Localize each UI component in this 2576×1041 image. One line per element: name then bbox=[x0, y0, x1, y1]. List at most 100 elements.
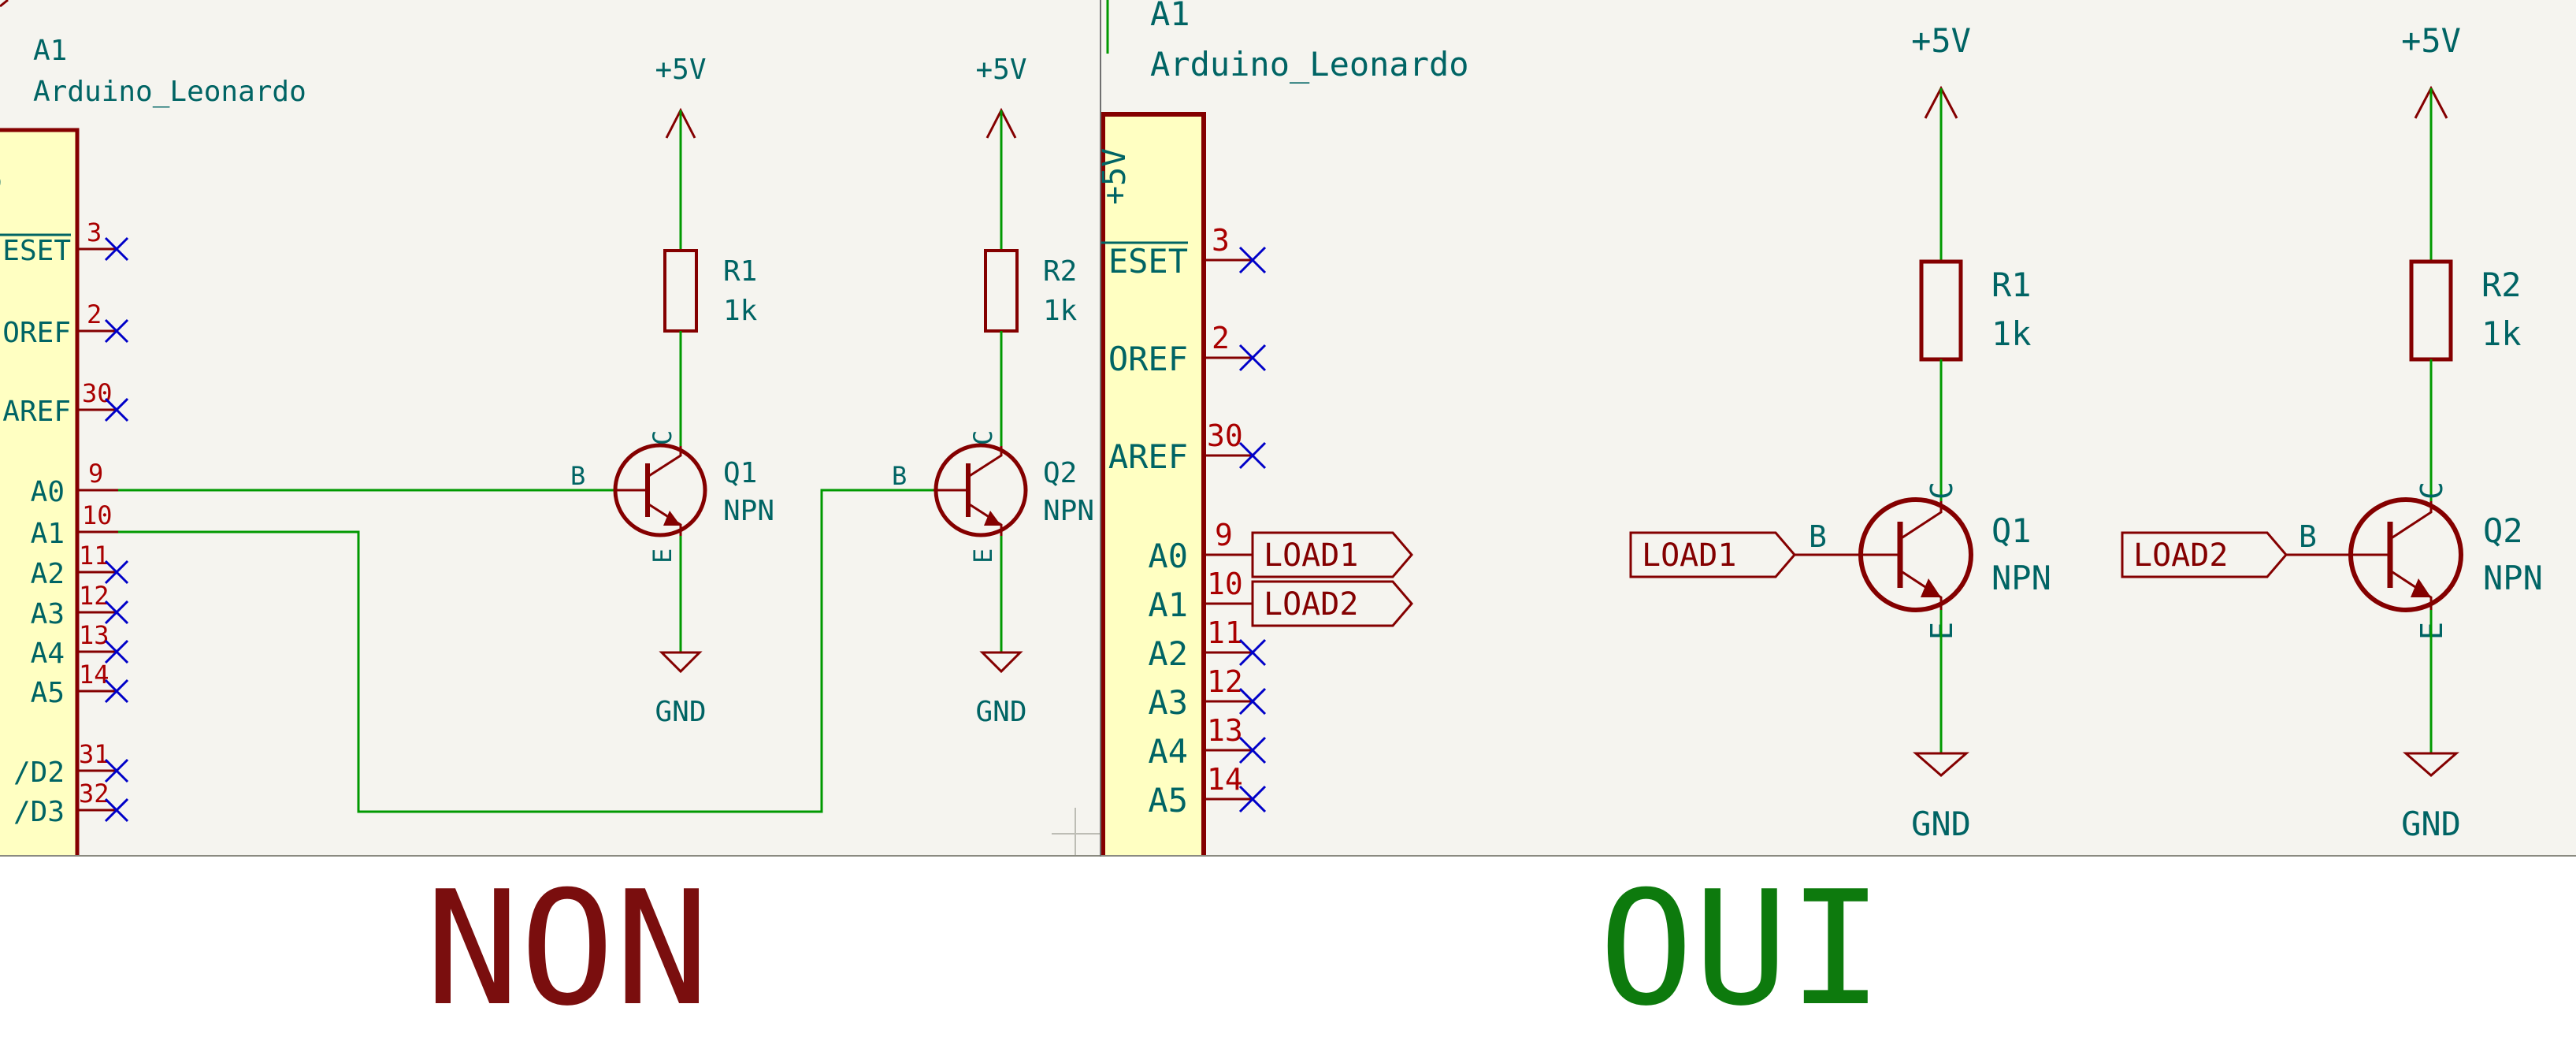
global-label-load1-source[interactable]: LOAD1 bbox=[1251, 531, 1413, 578]
pin-reset[interactable]: 3 ESET bbox=[2, 217, 129, 267]
no-connect-icon bbox=[1238, 736, 1267, 764]
pin-a1[interactable]: 10 A1 bbox=[31, 500, 118, 550]
chip-corner-mark bbox=[0, 0, 9, 8]
svg-text:C: C bbox=[968, 430, 998, 445]
no-connect-icon bbox=[104, 639, 129, 664]
pin-a5[interactable]: 14 A5 bbox=[31, 660, 129, 709]
ground-symbol-2[interactable]: GND bbox=[2401, 752, 2461, 843]
svg-text:C: C bbox=[2415, 481, 2449, 500]
chip-value: Arduino_Leonardo bbox=[1150, 45, 1469, 84]
resistor-r2[interactable]: R2 1k bbox=[984, 249, 1078, 333]
svg-text:12: 12 bbox=[1207, 664, 1243, 699]
svg-text:B: B bbox=[892, 461, 907, 491]
schematic-canvas-wrong: A1 Arduino_Leonardo +5V 3 ESET 2 OREF 30… bbox=[0, 0, 1100, 855]
svg-text:LOAD1: LOAD1 bbox=[1264, 537, 1358, 574]
resistor-r2[interactable]: R2 1k bbox=[2409, 259, 2522, 362]
svg-text:9: 9 bbox=[1215, 518, 1233, 552]
arduino-chip-body[interactable] bbox=[1101, 112, 1206, 855]
ground-symbol-1[interactable]: GND bbox=[1911, 752, 1971, 843]
svg-text:1k: 1k bbox=[1991, 314, 2032, 353]
power-symbol-2[interactable]: +5V bbox=[975, 54, 1027, 139]
transistor-q2[interactable]: B C E Q2 NPN bbox=[2286, 481, 2543, 640]
pin-ioref[interactable]: 2 OREF bbox=[1108, 321, 1267, 378]
pin-ioref[interactable]: 2 OREF bbox=[2, 299, 129, 349]
svg-text:A4: A4 bbox=[1148, 732, 1188, 771]
resistor-r1[interactable]: R1 1k bbox=[1919, 259, 2032, 362]
svg-text:GND: GND bbox=[1911, 805, 1971, 843]
pin-aref[interactable]: 30 AREF bbox=[1108, 418, 1267, 476]
resistor-r1[interactable]: R1 1k bbox=[663, 249, 758, 333]
pin-a2[interactable]: 11 A2 bbox=[1148, 615, 1267, 673]
svg-text:OREF: OREF bbox=[1108, 340, 1188, 378]
svg-text:32: 32 bbox=[79, 779, 109, 809]
svg-text:A3: A3 bbox=[1148, 683, 1188, 722]
transistor-q1[interactable]: B C E Q1 NPN bbox=[570, 430, 774, 563]
chip-ref: A1 bbox=[1150, 0, 1190, 33]
chip-ref: A1 bbox=[33, 35, 67, 67]
chip-top-pin-label: +5V bbox=[1101, 148, 1133, 205]
svg-text:R2: R2 bbox=[1043, 255, 1077, 288]
pin-d2[interactable]: 31 /D2 bbox=[13, 739, 129, 789]
svg-text:A5: A5 bbox=[31, 677, 65, 709]
svg-text:9: 9 bbox=[88, 459, 103, 489]
global-label-load2-target[interactable]: LOAD2 bbox=[2121, 531, 2288, 578]
svg-text:Q2: Q2 bbox=[1043, 457, 1077, 489]
pin-reset[interactable]: 3 ESET bbox=[1108, 223, 1267, 281]
global-label-load1-target[interactable]: LOAD1 bbox=[1629, 531, 1796, 578]
pin-a4[interactable]: 13 A4 bbox=[1148, 713, 1267, 771]
pin-a3[interactable]: 12 A3 bbox=[31, 581, 129, 630]
wire-a1-to-q2[interactable] bbox=[118, 489, 934, 813]
svg-text:LOAD2: LOAD2 bbox=[1264, 586, 1358, 623]
svg-text:Q2: Q2 bbox=[2483, 511, 2523, 550]
svg-text:GND: GND bbox=[975, 696, 1026, 728]
svg-text:GND: GND bbox=[655, 696, 706, 728]
power-symbol-1[interactable]: +5V bbox=[655, 54, 707, 139]
svg-text:AREF: AREF bbox=[1108, 437, 1188, 476]
pin-a1[interactable]: 10 A1 bbox=[1148, 567, 1253, 624]
svg-text:A1: A1 bbox=[31, 518, 65, 550]
pin-aref[interactable]: 30 AREF bbox=[2, 378, 129, 428]
pin-a3[interactable]: 12 A3 bbox=[1148, 664, 1267, 722]
svg-text:3: 3 bbox=[1212, 223, 1230, 258]
svg-text:NPN: NPN bbox=[1991, 559, 2051, 597]
global-label-load2-source[interactable]: LOAD2 bbox=[1251, 580, 1413, 627]
pin-a0[interactable]: 9 A0 bbox=[1148, 518, 1253, 575]
svg-text:C: C bbox=[648, 430, 677, 445]
svg-text:13: 13 bbox=[1207, 713, 1243, 748]
arduino-chip-body[interactable] bbox=[0, 128, 80, 855]
no-connect-icon bbox=[1238, 638, 1267, 667]
no-connect-icon bbox=[104, 560, 129, 585]
transistor-q1[interactable]: B C E Q1 NPN bbox=[1795, 481, 2051, 640]
svg-text:ESET: ESET bbox=[2, 235, 71, 267]
svg-text:A4: A4 bbox=[31, 638, 65, 670]
transistor-q2[interactable]: B C E Q2 NPN bbox=[892, 430, 1094, 563]
svg-text:LOAD1: LOAD1 bbox=[1642, 537, 1736, 574]
svg-text:12: 12 bbox=[79, 581, 109, 611]
svg-text:30: 30 bbox=[82, 378, 113, 408]
pin-d3[interactable]: 32 /D3 bbox=[13, 779, 129, 828]
schematic-panel-correct: A1 Arduino_Leonardo +5V 3 ESET 2 OREF 30… bbox=[1101, 0, 2576, 857]
verdict-no-label: NON bbox=[425, 857, 710, 1041]
svg-text:31: 31 bbox=[79, 739, 109, 769]
chip-value: Arduino_Leonardo bbox=[33, 76, 306, 108]
no-connect-icon bbox=[1238, 441, 1267, 470]
svg-text:R1: R1 bbox=[1991, 266, 2032, 304]
pin-a2[interactable]: 11 A2 bbox=[31, 541, 129, 590]
svg-text:LOAD2: LOAD2 bbox=[2133, 537, 2228, 574]
svg-text:ESET: ESET bbox=[1108, 242, 1188, 281]
ground-symbol-1[interactable]: GND bbox=[655, 651, 707, 728]
svg-text:Q1: Q1 bbox=[1991, 511, 2032, 550]
pin-a5[interactable]: 14 A5 bbox=[1148, 762, 1267, 820]
svg-text:/D2: /D2 bbox=[13, 757, 65, 789]
svg-text:A1: A1 bbox=[1148, 586, 1188, 624]
svg-text:NPN: NPN bbox=[2483, 559, 2543, 597]
pin-a4[interactable]: 13 A4 bbox=[31, 620, 129, 670]
svg-text:C: C bbox=[1925, 481, 1959, 500]
svg-text:E: E bbox=[648, 548, 677, 563]
svg-text:A5: A5 bbox=[1148, 781, 1188, 820]
pin-a0[interactable]: 9 A0 bbox=[31, 459, 118, 508]
svg-text:1k: 1k bbox=[2481, 314, 2522, 353]
ground-symbol-2[interactable]: GND bbox=[975, 651, 1027, 728]
svg-text:A0: A0 bbox=[31, 476, 65, 508]
chip-top-pin-label: +5V bbox=[0, 157, 7, 205]
